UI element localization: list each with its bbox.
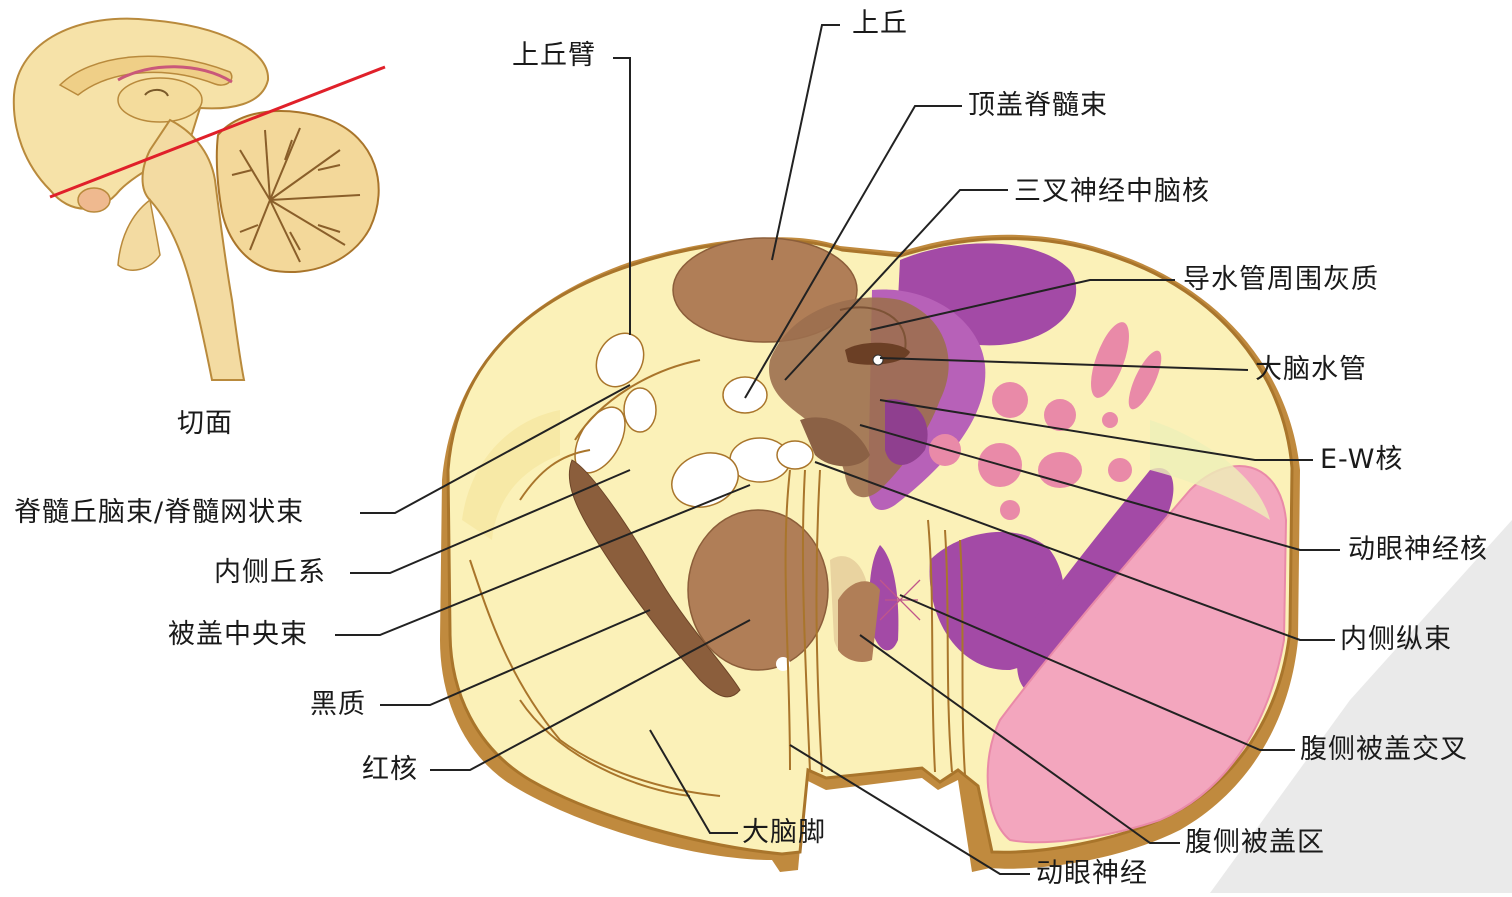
label-central-tegmental-tract: 被盖中央束: [168, 621, 308, 648]
label-mesencephalic-trigeminal-nucleus: 三叉神经中脑核: [1014, 178, 1210, 205]
sagittal-inset-brain: [14, 19, 385, 380]
label-edinger-westphal-nucleus: E-W核: [1320, 446, 1403, 473]
label-substantia-nigra: 黑质: [310, 691, 366, 718]
label-cerebral-aqueduct: 大脑水管: [1255, 356, 1367, 383]
label-tectospinal-tract: 顶盖脊髓束: [968, 92, 1108, 119]
label-red-nucleus: 红核: [362, 756, 418, 783]
label-oculomotor-nucleus: 动眼神经核: [1348, 536, 1488, 563]
label-superior-colliculus-brachium: 上丘臂: [512, 42, 596, 69]
label-periaqueductal-grey: 导水管周围灰质: [1183, 266, 1379, 293]
label-ventral-tegmental-area: 腹侧被盖区: [1185, 829, 1325, 856]
label-cerebral-peduncle: 大脑脚: [742, 819, 826, 846]
label-medial-lemniscus: 内侧丘系: [214, 559, 326, 586]
midbrain-cross-section: [440, 235, 1300, 872]
label-spinothalamic-spinoreticular-tract: 脊髓丘脑束/脊髓网状束: [14, 499, 304, 526]
red-nucleus: [688, 510, 828, 670]
label-ventral-tegmental-decussation: 腹侧被盖交叉: [1300, 736, 1468, 763]
label-medial-longitudinal-fasciculus: 内侧纵束: [1340, 626, 1452, 653]
label-superior-colliculus: 上丘: [852, 10, 908, 37]
inset-caption: 切面: [177, 408, 233, 439]
label-oculomotor-nerve: 动眼神经: [1036, 860, 1148, 887]
